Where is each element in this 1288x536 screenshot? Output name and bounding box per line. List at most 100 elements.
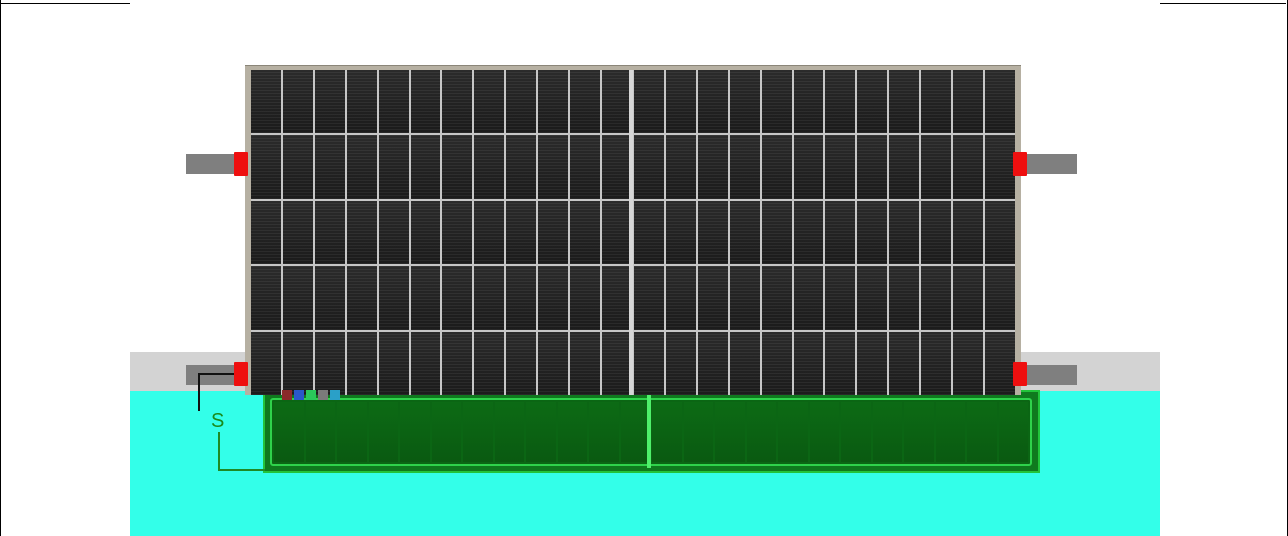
- panel-cell: [442, 135, 473, 199]
- panel-cell: [251, 331, 281, 395]
- clamp-icon[interactable]: [234, 362, 248, 386]
- panel-cell: [282, 135, 313, 199]
- panel-cell: [378, 331, 409, 395]
- panel-cell: [314, 331, 345, 395]
- panel-cell: [346, 135, 377, 199]
- panel-cell: [825, 331, 856, 395]
- panel-cell: [410, 70, 441, 134]
- panel-cell: [346, 200, 377, 265]
- panel-cell: [761, 70, 792, 134]
- source-icon: S: [211, 410, 225, 432]
- panel-cells: [251, 70, 1015, 395]
- panel-cell: [921, 331, 952, 395]
- shadow-cell: [431, 402, 461, 462]
- shadow-cell: [746, 402, 776, 462]
- panel-cell: [761, 200, 792, 265]
- panel-cell: [442, 331, 473, 395]
- panel-cell: [442, 70, 473, 134]
- panel-cell: [729, 70, 760, 134]
- panel-cell: [474, 266, 505, 330]
- panel-cell: [602, 200, 632, 265]
- shadow-cell: [652, 402, 682, 462]
- panel-cell: [474, 331, 505, 395]
- panel-cell: [825, 135, 856, 199]
- rail-bottom-right: [1021, 365, 1077, 385]
- panel-cell: [570, 70, 601, 134]
- top-border-right: [1160, 3, 1286, 4]
- panel-cell: [889, 70, 920, 134]
- panel-cell: [953, 135, 984, 199]
- panel-cell: [761, 135, 792, 199]
- panel-cell: [410, 135, 441, 199]
- clamp-icon[interactable]: [1013, 152, 1027, 176]
- panel-cell: [857, 200, 888, 265]
- panel-center-split: [629, 70, 633, 395]
- panel-cell: [697, 266, 728, 330]
- panel-cell: [697, 331, 728, 395]
- panel-cell: [665, 200, 696, 265]
- panel-cell: [665, 331, 696, 395]
- panel-cell: [857, 266, 888, 330]
- panel-cell: [729, 200, 760, 265]
- panel-cell: [282, 266, 313, 330]
- shadow-cell: [715, 402, 745, 462]
- panel-cell: [889, 135, 920, 199]
- shadow-cell: [274, 402, 304, 462]
- shadow-cell: [967, 402, 997, 462]
- panel-cell: [985, 135, 1015, 199]
- shadow-cell: [589, 402, 619, 462]
- panel-cell: [538, 331, 569, 395]
- shadow-cell: [935, 402, 965, 462]
- clamp-icon[interactable]: [234, 152, 248, 176]
- panel-cell: [282, 70, 313, 134]
- shadow-cell: [809, 402, 839, 462]
- panel-cell: [442, 266, 473, 330]
- clamp-icon[interactable]: [1013, 362, 1027, 386]
- wire-left-drop: [198, 373, 200, 411]
- wire-horizontal: [218, 469, 265, 471]
- panel-cell: [378, 200, 409, 265]
- panel-cell: [697, 200, 728, 265]
- wire-vertical: [218, 432, 220, 471]
- rail-top-right: [1021, 154, 1077, 174]
- panel-cell: [921, 200, 952, 265]
- shadow-cell: [494, 402, 524, 462]
- shadow-cell: [337, 402, 367, 462]
- panel-cell: [825, 200, 856, 265]
- panel-cell: [953, 70, 984, 134]
- panel-cell: [602, 266, 632, 330]
- panel-cell: [570, 135, 601, 199]
- panel-cell: [633, 200, 664, 265]
- panel-cell: [538, 135, 569, 199]
- panel-cell: [857, 70, 888, 134]
- shadow-cell: [998, 402, 1028, 462]
- panel-cell: [602, 70, 632, 134]
- panel-cell: [985, 266, 1015, 330]
- panel-cell: [506, 331, 537, 395]
- panel-cell: [506, 200, 537, 265]
- wire-left-top: [198, 373, 236, 375]
- panel-cell: [378, 135, 409, 199]
- panel-cell: [665, 135, 696, 199]
- panel-cell: [570, 331, 601, 395]
- panel-cell: [282, 331, 313, 395]
- panel-cell: [506, 70, 537, 134]
- solar-panel-icon[interactable]: [245, 65, 1021, 395]
- panel-cell: [953, 331, 984, 395]
- panel-cell: [602, 331, 632, 395]
- rail-bottom-left: [186, 365, 242, 385]
- panel-cell: [570, 200, 601, 265]
- panel-cell: [474, 70, 505, 134]
- panel-cell: [602, 135, 632, 199]
- panel-cell: [985, 331, 1015, 395]
- shadow-cell: [400, 402, 430, 462]
- shadow-cell: [368, 402, 398, 462]
- shadow-cell: [683, 402, 713, 462]
- panel-cell: [633, 135, 664, 199]
- panel-cell: [793, 331, 824, 395]
- panel-shadow-icon: [270, 398, 1032, 466]
- panel-cell: [538, 70, 569, 134]
- panel-cell: [793, 266, 824, 330]
- shadow-cell: [557, 402, 587, 462]
- panel-cell: [697, 135, 728, 199]
